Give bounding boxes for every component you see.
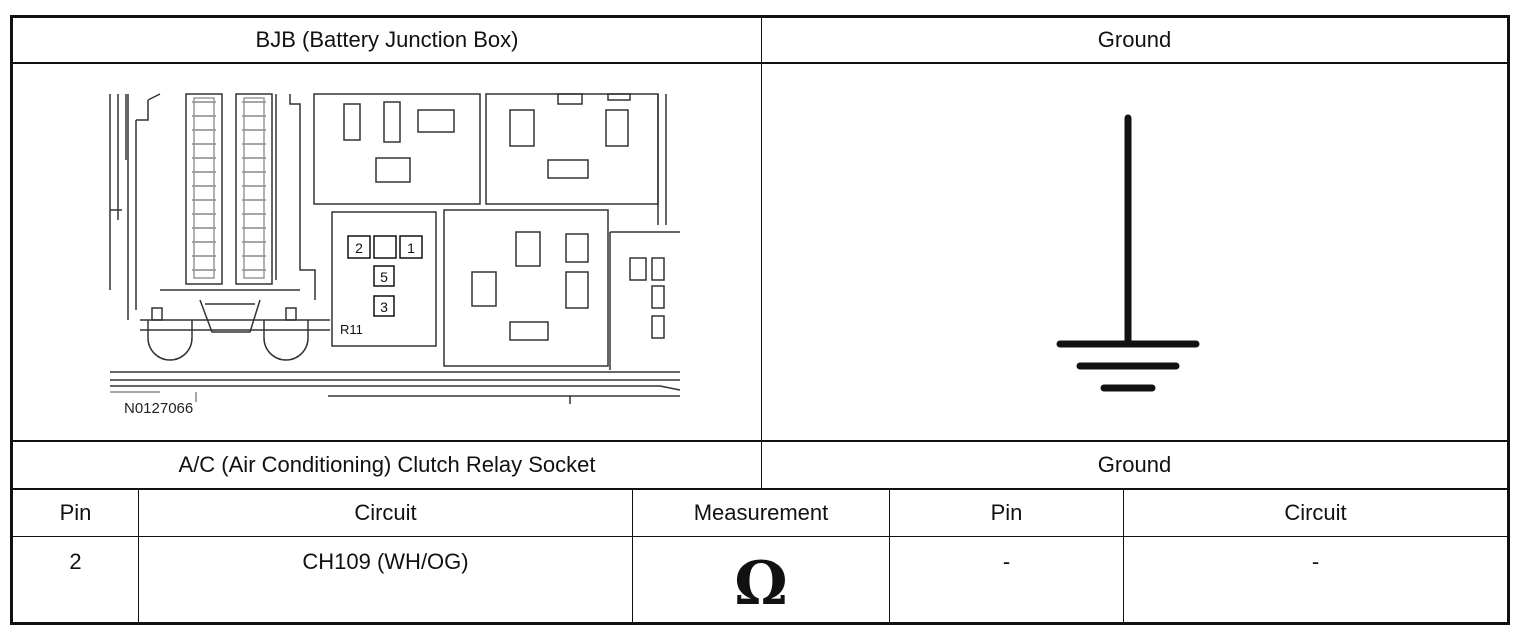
measurement-symbol: Ω [734,548,788,619]
ground-pin-value: - [1002,549,1011,574]
grid-line [1123,489,1124,625]
pin-3-label: 3 [380,299,388,315]
ground-connector-name: Ground [1097,452,1172,477]
connector-name: A/C (Air Conditioning) Clutch Relay Sock… [178,452,596,477]
circuit-value: CH109 (WH/OG) [302,549,469,574]
ground-symbol-icon [1056,114,1200,392]
ohm-icon: Ω [633,537,889,622]
ground-circuit-value: - [1311,549,1320,574]
pin-2-label: 2 [355,240,363,256]
figure-id: N0127066 [124,400,193,417]
bjb-diagram: 2 1 5 3 R11 N0127066 [109,93,680,417]
grid-line [10,62,1510,64]
grid-line [10,536,1510,537]
grid-line [138,489,139,625]
ground-header: Ground [1097,27,1172,52]
grid-line [889,489,890,625]
grid-line [632,489,633,625]
grid-line [10,440,1510,442]
pin-1-label: 1 [407,240,415,256]
pin-5-label: 5 [380,269,388,285]
bjb-header: BJB (Battery Junction Box) [255,27,519,52]
pinout-table [10,15,1510,625]
grid-line [761,15,762,489]
column-header-ground-circuit: Circuit [1284,500,1347,525]
relay-label: R11 [340,322,363,337]
column-header-ground-pin: Pin [990,500,1023,525]
column-header-pin: Pin [59,500,92,525]
column-header-circuit: Circuit [354,500,417,525]
column-header-measurement: Measurement [693,500,829,525]
grid-line [10,488,1510,490]
pin-value: 2 [69,549,82,574]
